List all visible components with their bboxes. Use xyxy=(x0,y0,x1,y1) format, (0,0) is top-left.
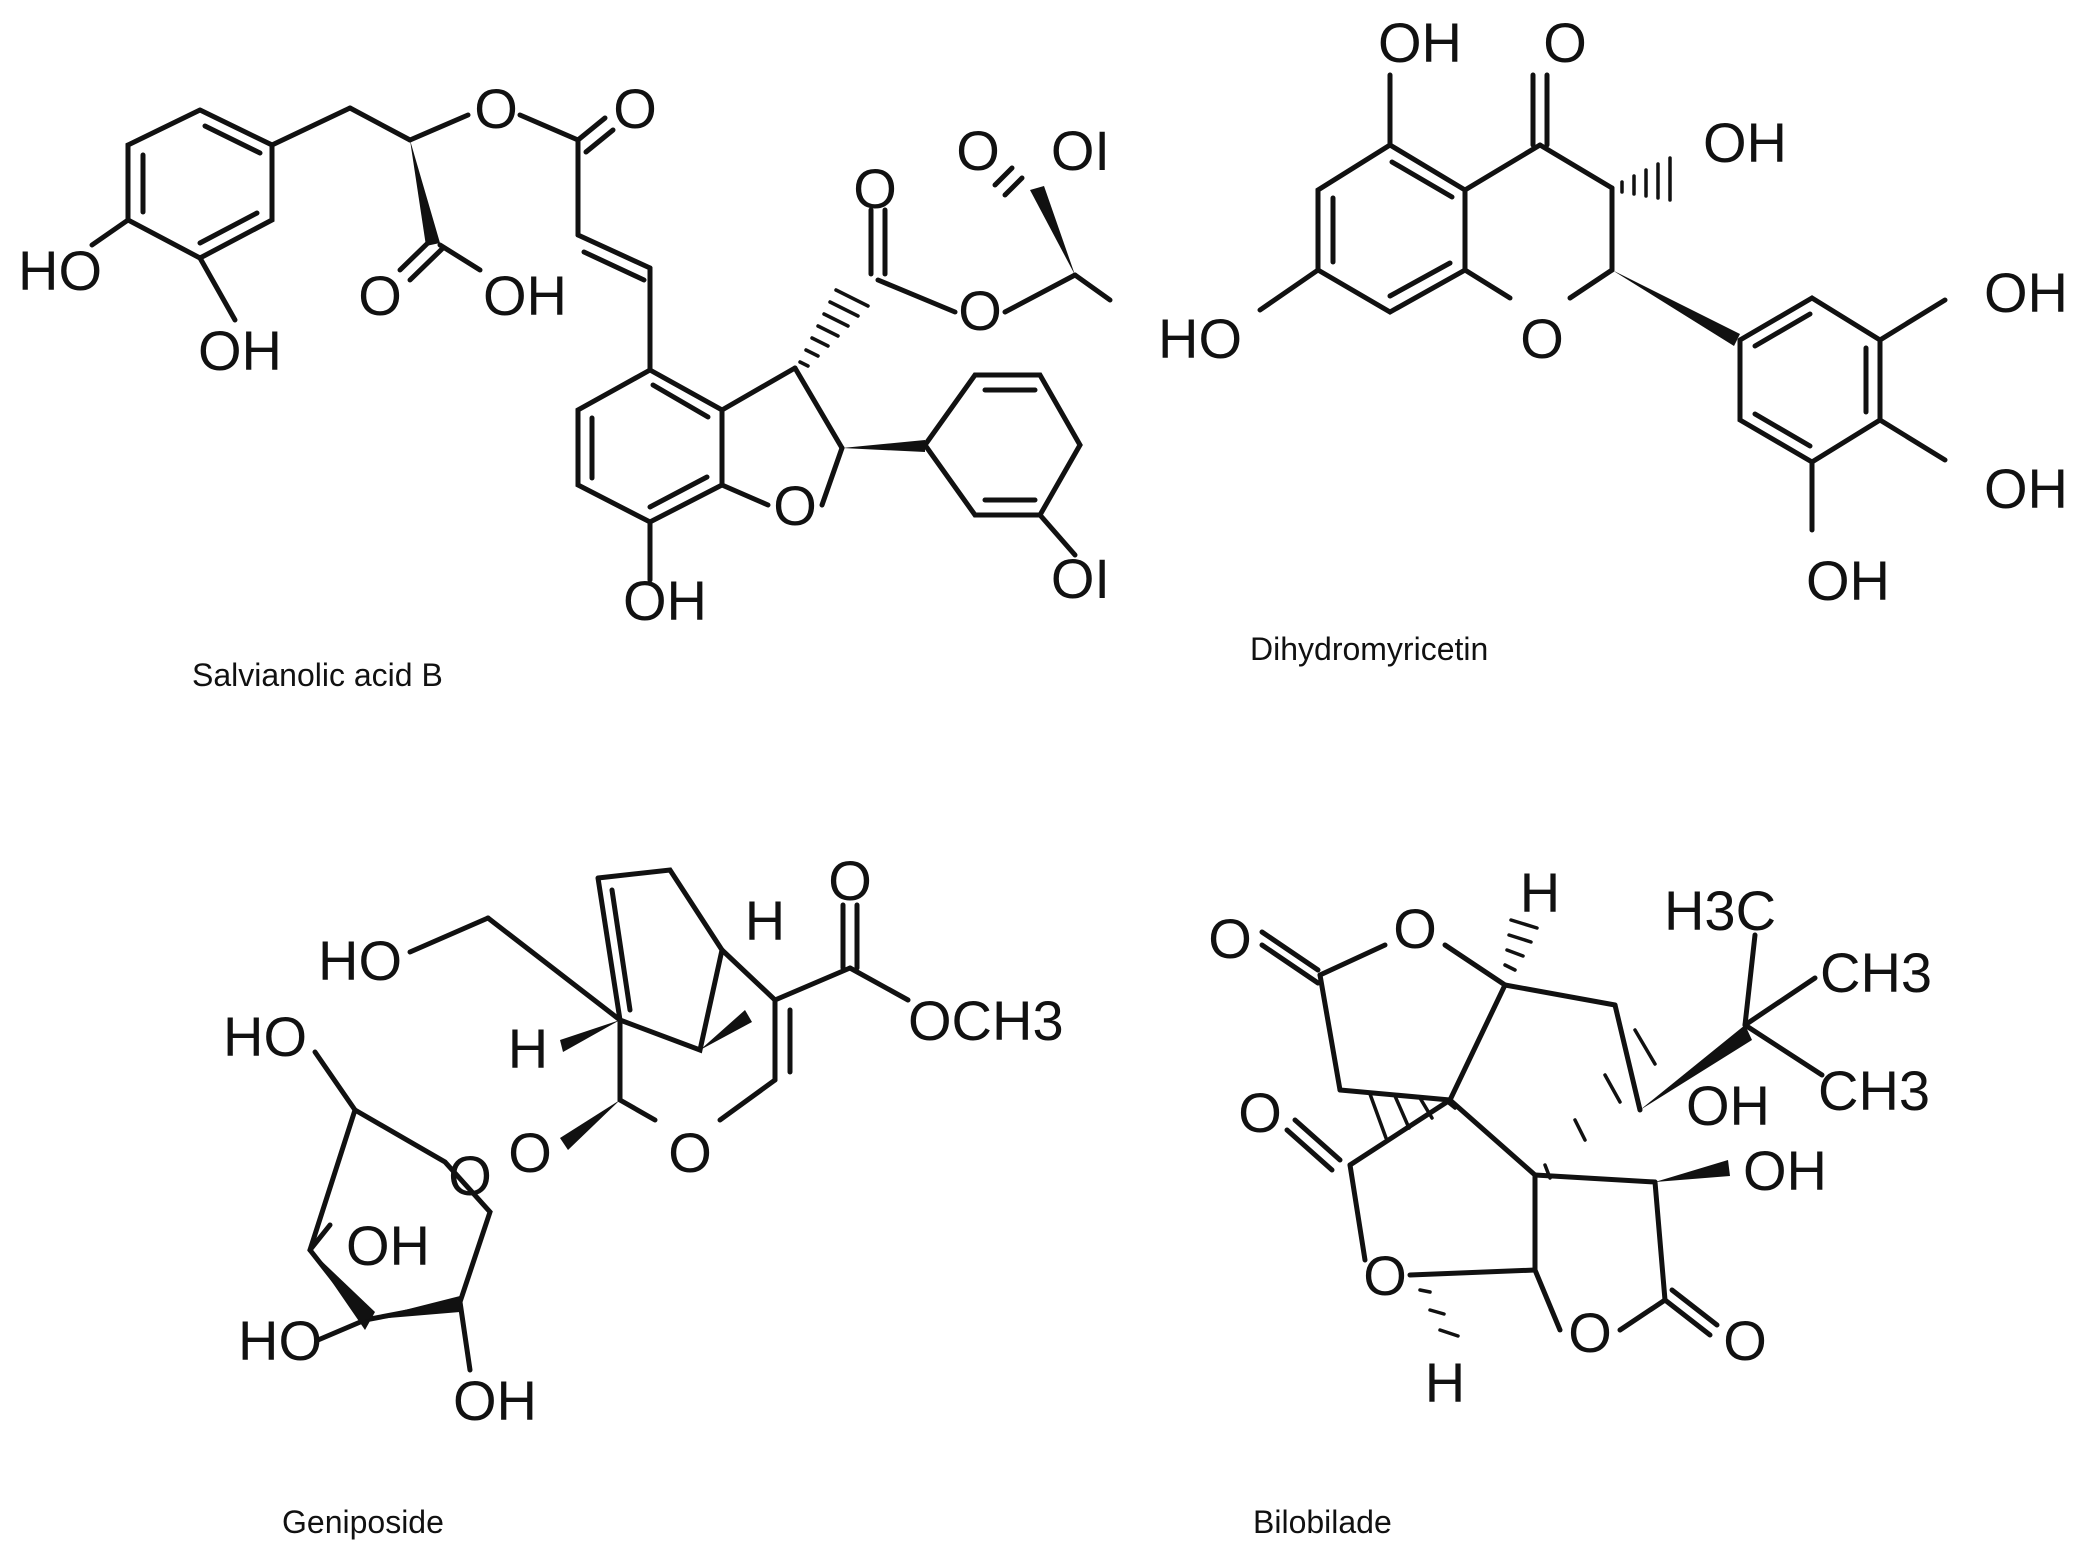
hashed-bond xyxy=(1418,1288,1460,1338)
hashed-bond xyxy=(1620,156,1672,202)
hashed-bond xyxy=(1543,1028,1657,1180)
atom-label: OH xyxy=(198,319,282,382)
atom-label: OCH3 xyxy=(908,989,1064,1052)
structure-geniposide: HO H O OCH3 H HO O O O OH HO OH Geniposi… xyxy=(223,849,1064,1540)
atom-label: O xyxy=(668,1121,712,1184)
atom-labels: OH O OH HO O OH OH OH xyxy=(1158,11,2068,612)
atom-label: HO xyxy=(238,1309,322,1372)
hashed-bond xyxy=(1503,918,1539,972)
atom-label: HO xyxy=(1158,307,1242,370)
atom-label: OH xyxy=(453,1369,537,1432)
atom-label: O xyxy=(1238,1081,1282,1144)
atom-label: HO xyxy=(318,929,402,992)
atom-labels: HO H O OCH3 H HO O O O OH HO OH xyxy=(223,849,1064,1432)
stereo-bonds xyxy=(310,1010,752,1330)
atom-label: HO xyxy=(18,239,102,302)
atom-label: O xyxy=(853,157,897,220)
atom-label: O xyxy=(1363,1244,1407,1307)
caption-salvianolic-acid-b: Salvianolic acid B xyxy=(192,657,443,693)
atom-label: H3C xyxy=(1664,879,1776,942)
atom-label: OH xyxy=(1378,11,1462,74)
atom-label: OI xyxy=(1051,547,1110,610)
atom-label: HO xyxy=(223,1005,307,1068)
atom-label: CH3 xyxy=(1820,941,1932,1004)
stereo-bonds xyxy=(410,140,1075,368)
atom-label: OH xyxy=(346,1214,430,1277)
atom-label: O xyxy=(358,264,402,327)
atom-label: OH xyxy=(1984,261,2068,324)
caption-dihydromyricetin: Dihydromyricetin xyxy=(1250,631,1488,667)
bonds xyxy=(1257,72,1948,533)
atom-label: O xyxy=(828,849,872,912)
atom-label: O xyxy=(1723,1309,1767,1372)
atom-labels: O O O OI O O HO OH O OH O OH OI xyxy=(18,77,1110,632)
caption-bilobilade: Bilobilade xyxy=(1253,1504,1392,1540)
structure-bilobilade: O O H H3C CH3 O OH CH3 OH O O O H Bilobi… xyxy=(1208,861,1932,1540)
atom-label: OI xyxy=(1051,119,1110,182)
atom-label: OH xyxy=(1806,549,1890,612)
structure-salvianolic-acid-b: O O O OI O O HO OH O OH O OH OI Salviano… xyxy=(18,77,1113,693)
atom-label: O xyxy=(508,1121,552,1184)
stereo-bonds xyxy=(1612,156,1740,346)
atom-label: O xyxy=(613,77,657,140)
atom-label: OH xyxy=(1686,1074,1770,1137)
hashed-bond xyxy=(1368,1092,1457,1140)
structure-dihydromyricetin: OH O OH HO O OH OH OH Dihydromyricetin xyxy=(1158,11,2068,667)
atom-label: OH xyxy=(1743,1139,1827,1202)
atom-label: OH xyxy=(1703,111,1787,174)
atom-label: O xyxy=(474,77,518,140)
atom-label: O xyxy=(958,279,1002,342)
atom-label: OH xyxy=(483,264,567,327)
atom-label: O xyxy=(1520,307,1564,370)
atom-label: O xyxy=(1208,907,1252,970)
atom-label: OH xyxy=(1984,457,2068,520)
atom-label: H xyxy=(1425,1351,1465,1414)
bonds xyxy=(1259,929,1825,1338)
atom-label: O xyxy=(956,119,1000,182)
atom-label: O xyxy=(1393,897,1437,960)
bonds xyxy=(89,105,1113,583)
atom-label: H xyxy=(745,889,785,952)
atom-label: OH xyxy=(623,569,707,632)
atom-label: O xyxy=(773,474,817,537)
hashed-bond xyxy=(798,288,870,368)
atom-labels: O O H H3C CH3 O OH CH3 OH O O O H xyxy=(1208,861,1932,1414)
atom-label: O xyxy=(1543,11,1587,74)
atom-label: CH3 xyxy=(1818,1059,1930,1122)
atom-label: H xyxy=(508,1017,548,1080)
stereo-bonds xyxy=(1368,918,1752,1338)
atom-label: O xyxy=(1568,1301,1612,1364)
caption-geniposide: Geniposide xyxy=(282,1504,444,1540)
atom-label: H xyxy=(1520,861,1560,924)
atom-label: O xyxy=(448,1144,492,1207)
